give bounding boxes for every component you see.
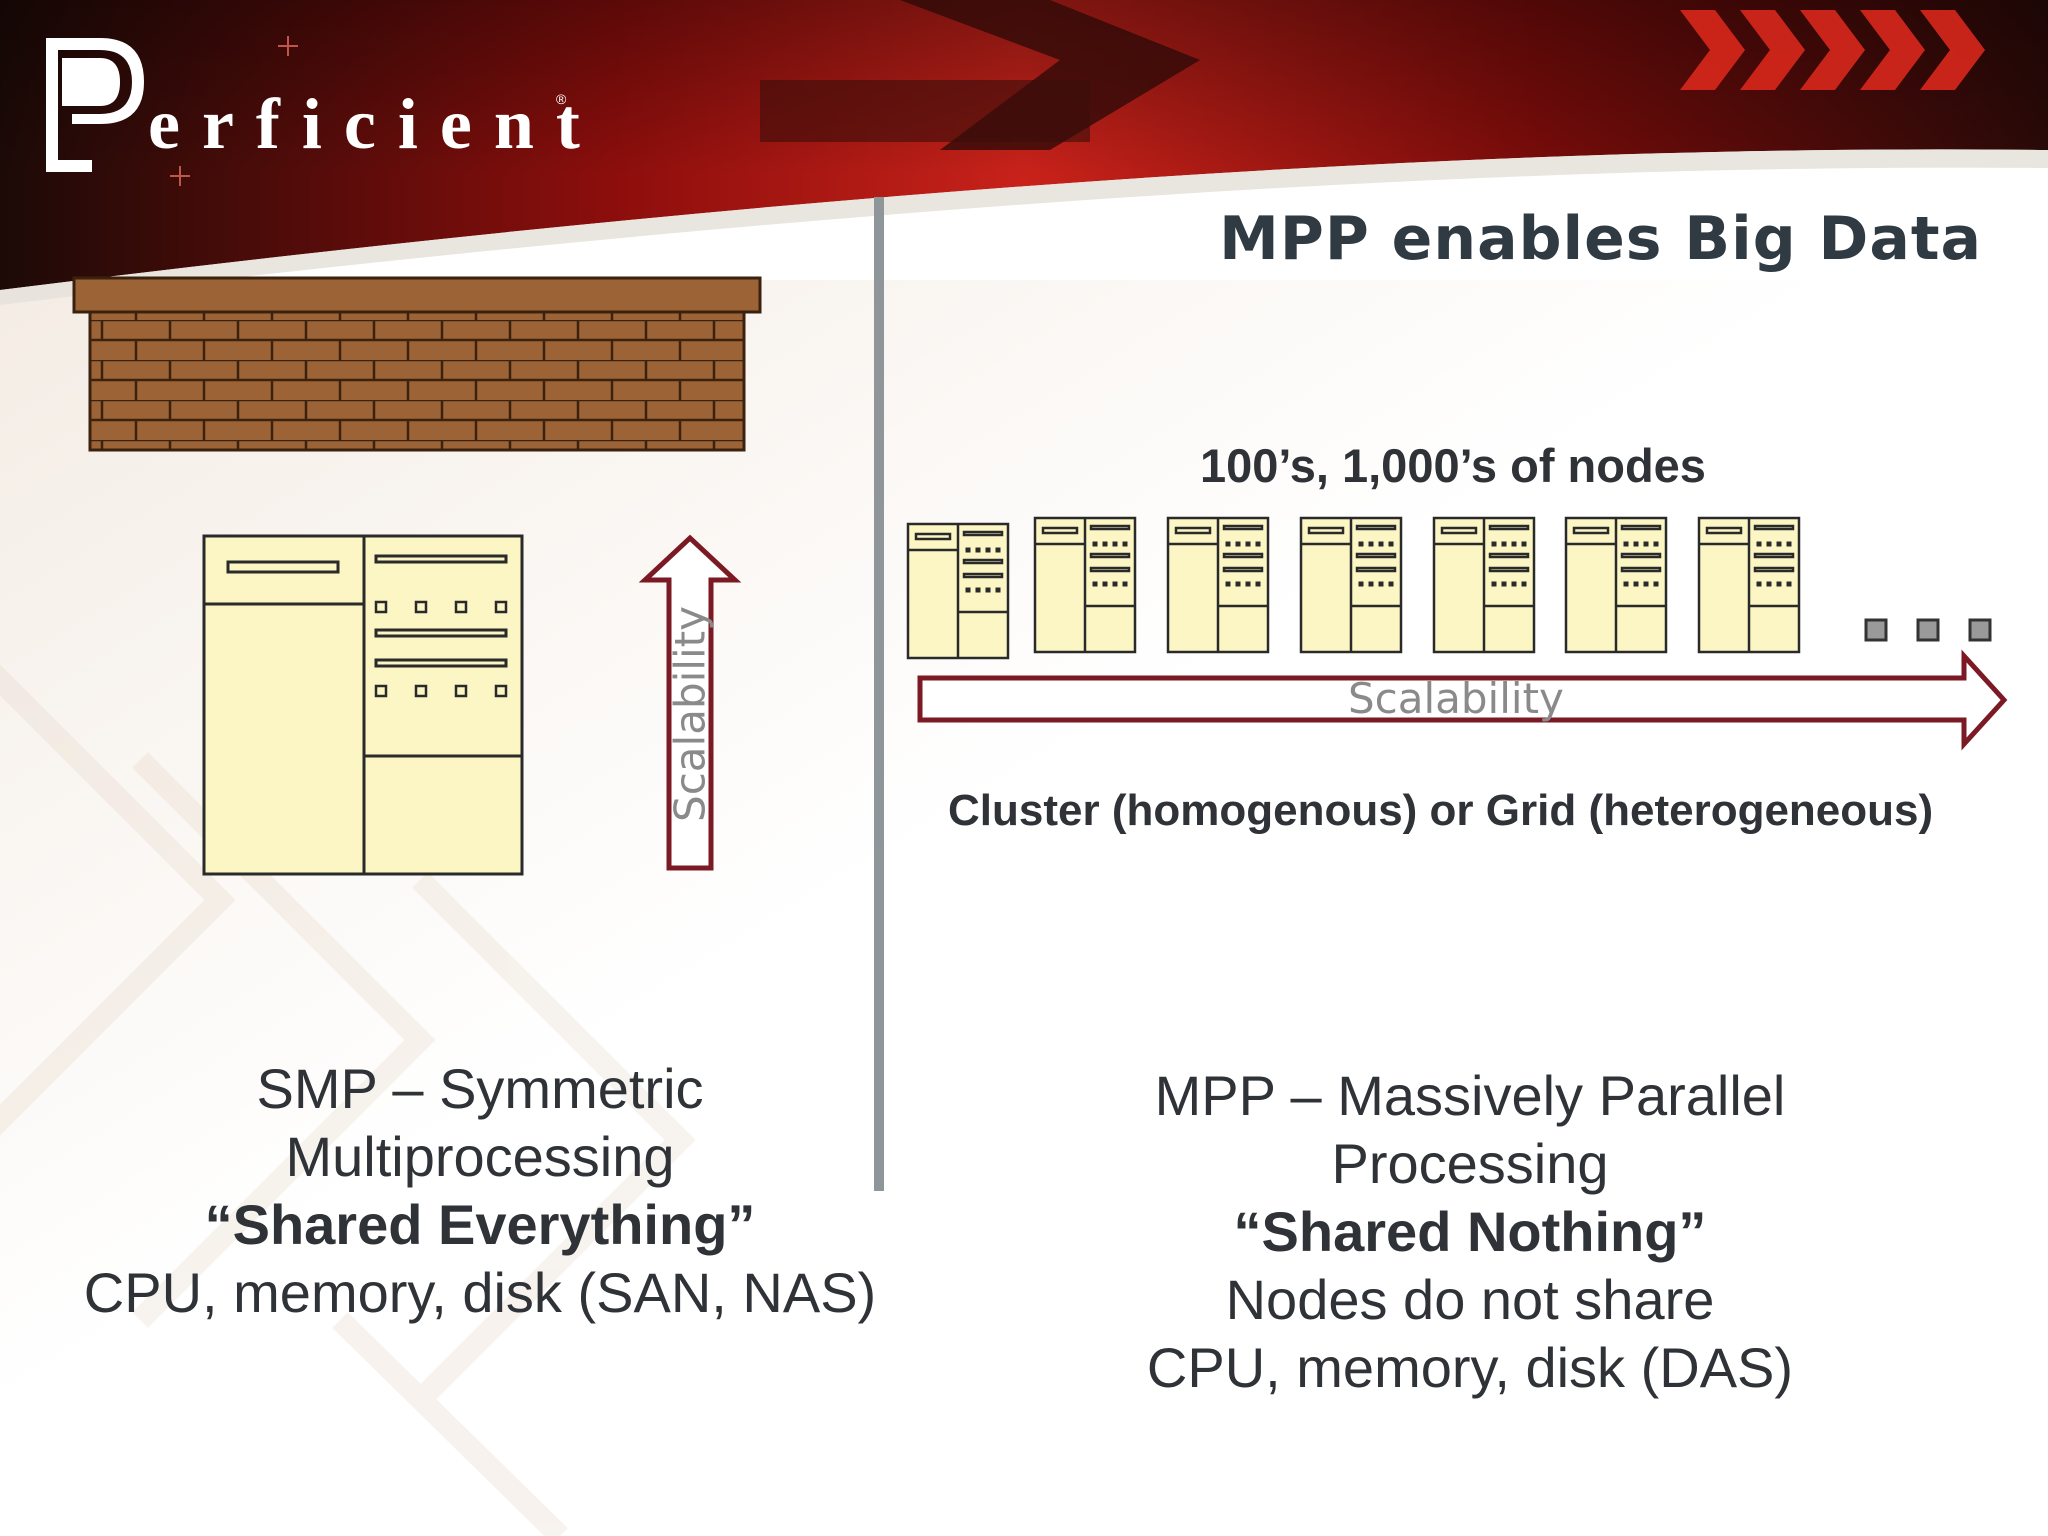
mpp-node-server-icon	[1166, 516, 1270, 654]
nodes-count-label: 100’s, 1,000’s of nodes	[1200, 439, 1706, 492]
vertical-divider	[874, 197, 884, 1191]
mpp-caption-tagline: “Shared Nothing”	[1233, 1200, 1707, 1263]
mpp-node-server-icon	[1033, 516, 1137, 654]
svg-text:erficient: erficient	[148, 84, 602, 164]
mpp-caption: MPP – Massively Parallel Processing “Sha…	[1030, 1062, 1910, 1402]
svg-text:®: ®	[556, 91, 567, 107]
vertical-scalability-arrow	[638, 534, 742, 871]
smp-caption-line: CPU, memory, disk (SAN, NAS)	[83, 1261, 877, 1324]
brick-wall-icon	[72, 276, 762, 452]
mpp-nodes-row	[906, 516, 1801, 660]
mpp-caption-line: Nodes do not share	[1225, 1268, 1715, 1331]
mpp-node-server-icon	[1564, 516, 1668, 654]
more-nodes-ellipsis-icon	[1864, 618, 1992, 642]
mpp-caption-line: MPP – Massively Parallel	[1154, 1064, 1786, 1127]
perficient-logo: erficient ®	[46, 38, 602, 172]
vertical-scalability-label: Scalability	[665, 606, 715, 822]
mpp-node-server-icon	[1697, 516, 1801, 654]
smp-caption-line: SMP – Symmetric	[256, 1057, 704, 1120]
mpp-caption-line: Processing	[1331, 1132, 1609, 1195]
cluster-grid-label: Cluster (homogenous) or Grid (heterogene…	[948, 786, 1934, 835]
header-band	[0, 0, 2048, 305]
slide-title: MPP enables Big Data	[1219, 204, 1982, 274]
smp-caption-tagline: “Shared Everything”	[204, 1193, 756, 1256]
mpp-caption-line: CPU, memory, disk (DAS)	[1146, 1336, 1794, 1399]
mpp-node-server-icon	[1432, 516, 1536, 654]
smp-caption: SMP – Symmetric Multiprocessing “Shared …	[40, 1055, 920, 1327]
horizontal-scalability-label: Scalability	[1348, 674, 1564, 723]
mpp-node-server-icon	[906, 522, 1010, 660]
smp-server-icon	[202, 534, 524, 876]
mpp-node-server-icon	[1299, 516, 1403, 654]
background-fade	[0, 280, 2048, 1536]
smp-caption-line: Multiprocessing	[285, 1125, 675, 1188]
horizontal-scalability-arrow	[917, 649, 2008, 751]
